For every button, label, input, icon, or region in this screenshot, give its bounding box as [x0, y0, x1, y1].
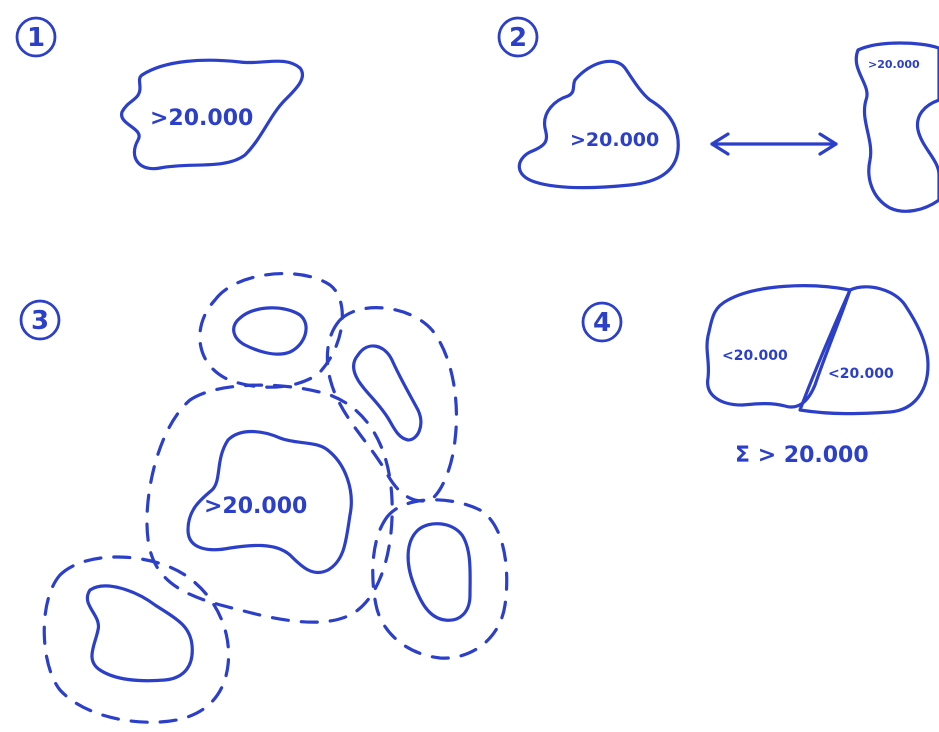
- scenario-2-region-left: [517, 59, 680, 190]
- scenario-1-region: [120, 58, 305, 171]
- scenario-3-region-right: [406, 522, 472, 622]
- scenario-3-buffer-upper-right: [325, 306, 459, 503]
- scenario-4-sum-label: Σ > 20.000: [735, 443, 869, 468]
- scenario-4-region-left: [705, 284, 852, 409]
- scenario-2-number-badge: 2: [497, 16, 539, 58]
- scenario-4-region-right: [798, 285, 930, 416]
- scenario-4-number: 4: [593, 308, 611, 338]
- scenario-3-number-badge: 3: [19, 299, 61, 341]
- scenario-4: 4 <20.000 <20.000 Σ > 20.000: [581, 284, 930, 468]
- scenario-3-region-center-label: >20.000: [204, 494, 307, 519]
- scenario-3-region-top: [232, 306, 308, 356]
- scenario-3-buffer-bottom-left: [42, 555, 231, 724]
- scenario-4-number-badge: 4: [581, 301, 623, 343]
- scenario-2-region-left-label: >20.000: [570, 129, 659, 151]
- scenario-3-region-bottom-left: [85, 584, 194, 683]
- scenario-2-region-right-label: >20.000: [868, 58, 920, 71]
- scenario-1-number-badge: 1: [15, 16, 57, 58]
- scenario-1-number: 1: [27, 23, 45, 53]
- scenario-2: 2 >20.000 >20.000: [497, 16, 939, 213]
- scenario-3-region-center: [186, 429, 353, 575]
- scenario-3-region-upper-right: [351, 344, 423, 442]
- scenario-4-region-left-label: <20.000: [722, 348, 788, 364]
- scenario-3-number: 3: [31, 306, 49, 336]
- scenario-3-buffer-top: [198, 272, 344, 389]
- double-arrow: [710, 132, 838, 156]
- scenario-1-region-label: >20.000: [150, 106, 253, 131]
- scenario-4-region-right-label: <20.000: [828, 366, 894, 382]
- scenario-2-region-right: [854, 41, 939, 213]
- scenario-1: 1 >20.000: [15, 16, 305, 171]
- scenario-3-buffer-right: [371, 498, 509, 660]
- scenario-3: 3 >20.000: [19, 272, 509, 724]
- scenario-2-number: 2: [509, 23, 527, 53]
